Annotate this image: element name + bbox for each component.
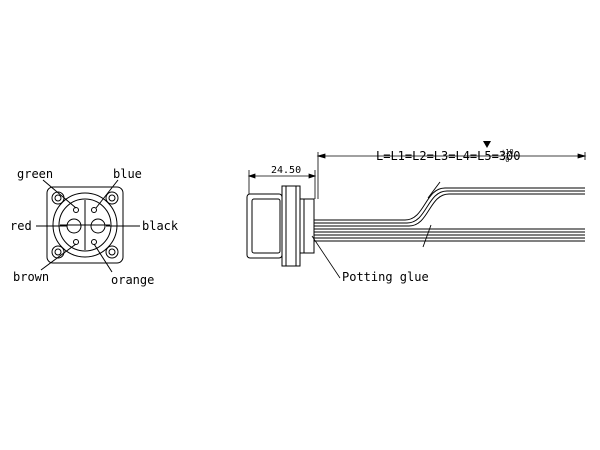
label-orange: orange bbox=[111, 273, 154, 287]
leader-green bbox=[42, 179, 77, 209]
pin-orange bbox=[91, 239, 97, 245]
flange-dimension bbox=[247, 170, 317, 199]
pin-brown bbox=[73, 239, 79, 245]
rear-body bbox=[299, 198, 315, 254]
label-green: green bbox=[17, 167, 53, 181]
mounting-hole-bl bbox=[51, 245, 65, 259]
pin-blue bbox=[91, 207, 97, 213]
label-black: black bbox=[142, 219, 179, 233]
leader-brown bbox=[40, 243, 77, 271]
cable-break-lower bbox=[422, 224, 432, 248]
pin-black bbox=[90, 218, 106, 234]
label-blue: blue bbox=[113, 167, 142, 181]
label-brown: brown bbox=[13, 270, 49, 284]
cable-bundle bbox=[314, 181, 585, 248]
cable-break-upper bbox=[427, 181, 441, 199]
length-dimension bbox=[316, 152, 587, 199]
housing-square bbox=[46, 186, 124, 264]
length-tolerance-lower: -0 bbox=[501, 156, 509, 164]
length-formula: L=L1=L2=L3=L4=L5=300 bbox=[376, 149, 521, 163]
potting-label: Potting glue bbox=[342, 270, 429, 284]
potting-leader bbox=[311, 235, 341, 279]
inner-ring bbox=[58, 198, 112, 252]
outer-ring bbox=[52, 192, 118, 258]
receptacle-inner bbox=[251, 198, 281, 254]
pin-red bbox=[66, 218, 82, 234]
center-divider bbox=[60, 200, 110, 250]
flange bbox=[281, 185, 301, 267]
pin-green bbox=[73, 207, 79, 213]
leader-blue bbox=[95, 179, 119, 209]
length-tolerance-upper: +10 bbox=[501, 148, 514, 156]
mounting-hole-br bbox=[105, 245, 119, 259]
connector-front-view bbox=[36, 179, 140, 273]
flange-dimension-label: 24.50 bbox=[271, 165, 301, 176]
leader-orange bbox=[93, 243, 113, 273]
connector-side-view bbox=[246, 185, 315, 267]
mounting-hole-tr bbox=[105, 191, 119, 205]
length-marker-triangle bbox=[483, 141, 491, 148]
label-red: red bbox=[10, 219, 32, 233]
